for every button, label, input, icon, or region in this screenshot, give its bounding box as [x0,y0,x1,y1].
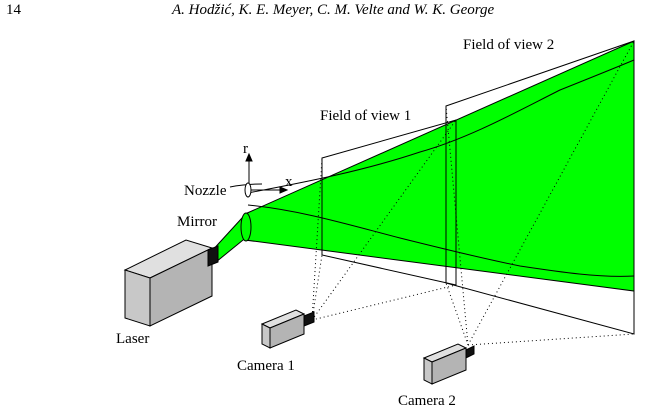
label-field-of-view-2: Field of view 2 [463,37,554,53]
camera-2-body [422,343,475,385]
jet-boundary-upper [247,59,635,194]
label-nozzle: Nozzle [184,183,227,199]
jet-boundary-lower [247,204,635,277]
camera-2-view-lines [445,40,635,346]
label-r-axis: r [243,141,248,157]
field-of-view-2-frame [445,40,635,335]
camera-1-view-lines [311,119,457,321]
label-laser: Laser [116,331,149,347]
nozzle-exit [244,182,252,198]
mirror-disc [240,212,252,242]
label-x-axis: x [285,174,293,190]
laser-sheet [244,40,635,292]
nozzle-upper-line [229,183,263,188]
page-number: 14 [6,2,21,18]
laser-box [123,239,219,327]
label-camera-1: Camera 1 [237,358,295,374]
label-camera-2: Camera 2 [398,393,456,409]
label-field-of-view-1: Field of view 1 [320,108,411,124]
label-mirror: Mirror [177,214,217,230]
camera-1-body [260,309,315,349]
running-header-authors: A. Hodžić, K. E. Meyer, C. M. Velte and … [172,2,495,18]
nozzle-coordinate-axes [245,152,289,194]
